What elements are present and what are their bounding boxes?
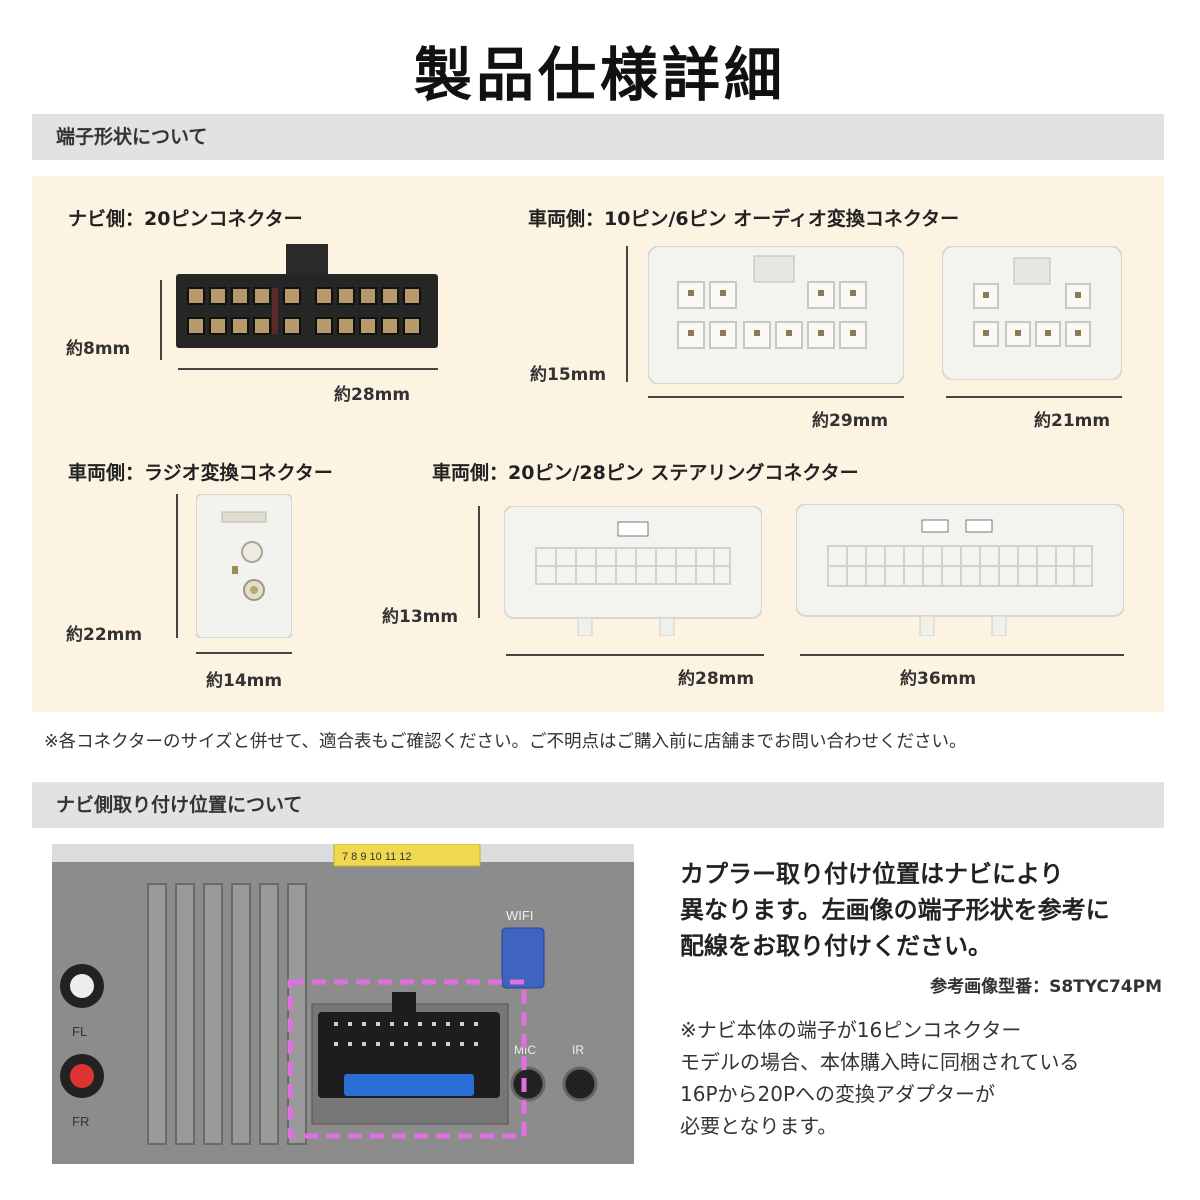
pin-number-label: 7 8 9 10 11 12 xyxy=(342,851,412,863)
radio-height-dim: 約22mm xyxy=(66,625,143,645)
audio-6pin-width-line xyxy=(946,396,1122,398)
steering-28pin-connector-image xyxy=(796,504,1124,636)
nav-height-dim: 約8mm xyxy=(66,339,131,359)
adapter-note-line2: モデルの場合、本体購入時に同梱されている xyxy=(680,1050,1080,1074)
radio-width-dim: 約14mm xyxy=(206,671,283,691)
nav-width-line xyxy=(178,368,438,370)
audio-height-line xyxy=(626,246,628,382)
steering-20pin-width-line xyxy=(506,654,764,656)
reference-model-number: 参考画像型番：S8TYC74PM xyxy=(930,977,1162,997)
audio-6pin-connector-image xyxy=(942,246,1122,380)
nav-20pin-connector-image xyxy=(176,244,438,348)
section-header-terminal-shape: 端子形状について xyxy=(32,114,1164,160)
wifi-label: WIFI xyxy=(506,908,533,923)
radio-label: 車両側：ラジオ変換コネクター xyxy=(68,462,333,484)
steering-28pin-width-line xyxy=(800,654,1124,656)
install-main-text-line2: 異なります。左画像の端子形状を参考に xyxy=(680,896,1110,924)
section-header-install-position: ナビ側取り付け位置について xyxy=(32,782,1164,828)
audio-10pin-width-line xyxy=(648,396,904,398)
adapter-note-line1: ※ナビ本体の端子が16ピンコネクター xyxy=(680,1018,1022,1042)
size-note: ※各コネクターのサイズと併せて、適合表もご確認ください。ご不明点はご購入前に店舗… xyxy=(44,732,967,752)
audio-10pin-connector-image xyxy=(648,246,904,384)
fr-label: FR xyxy=(72,1114,89,1129)
vehicle-audio-label: 車両側：10ピン/6ピン オーディオ変換コネクター xyxy=(528,208,960,230)
steering-20pin-width-dim: 約28mm xyxy=(678,669,755,689)
fl-label: FL xyxy=(72,1024,87,1039)
steering-20pin-connector-image xyxy=(504,506,762,636)
install-main-text-line3: 配線をお取り付けください。 xyxy=(680,932,992,960)
audio-6pin-width-dim: 約21mm xyxy=(1034,411,1111,431)
install-main-text-line1: カプラー取り付け位置はナビにより xyxy=(680,860,1064,888)
radio-height-line xyxy=(176,494,178,638)
steering-28pin-width-dim: 約36mm xyxy=(900,669,977,689)
nav-connector-label: ナビ側：20ピンコネクター xyxy=(68,208,303,230)
radio-connector-image xyxy=(196,494,292,638)
steering-height-line xyxy=(478,506,480,618)
navi-rear-photo: 7 8 9 10 11 12 FL FR WIFI MIC IR xyxy=(52,844,634,1164)
nav-width-dim: 約28mm xyxy=(334,385,411,405)
mic-label: MIC xyxy=(514,1043,536,1057)
audio-10pin-width-dim: 約29mm xyxy=(812,411,889,431)
nav-height-line xyxy=(160,280,162,360)
adapter-note-line4: 必要となります。 xyxy=(680,1114,838,1138)
radio-width-line xyxy=(196,652,292,654)
adapter-note-line3: 16Pから20Pへの変換アダプターが xyxy=(680,1082,996,1106)
ir-label: IR xyxy=(572,1043,584,1057)
audio-height-dim: 約15mm xyxy=(530,365,607,385)
page-title: 製品仕様詳細 xyxy=(413,41,786,109)
steering-label: 車両側：20ピン/28ピン ステアリングコネクター xyxy=(432,462,859,484)
steering-height-dim: 約13mm xyxy=(382,607,459,627)
